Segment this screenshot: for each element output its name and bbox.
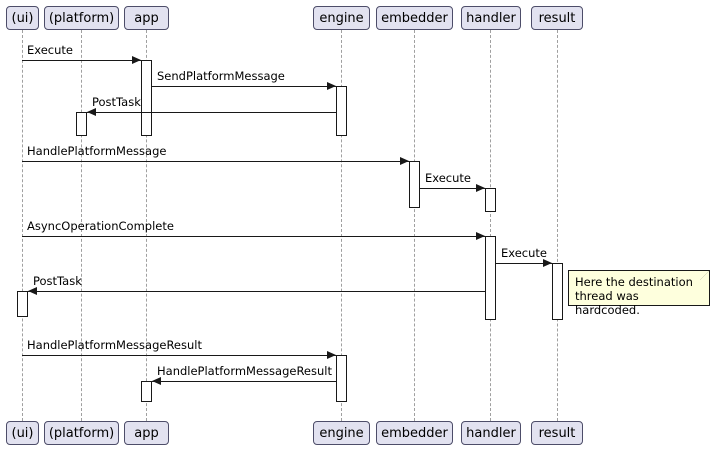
activation-bar-handler: [485, 188, 496, 212]
message-line-m4: [22, 161, 409, 162]
lifeline-handler: [490, 30, 491, 421]
footer-participant-handler[interactable]: handler: [461, 421, 521, 445]
message-label-m9: HandlePlatformMessageResult: [27, 338, 202, 352]
message-label-m3: PostTask: [92, 95, 141, 109]
message-arrowhead-m8: [28, 287, 37, 295]
activation-bar-embedder: [409, 161, 420, 208]
message-label-m5: Execute: [425, 171, 471, 185]
note-fold-corner-inner: [700, 271, 709, 280]
activation-bar-result: [552, 263, 563, 320]
footer-participant-engine[interactable]: engine: [313, 421, 370, 445]
message-line-m7: [496, 263, 552, 264]
message-arrowhead-m2: [327, 82, 336, 90]
footer-participant-result[interactable]: result: [531, 421, 583, 445]
message-label-m6: AsyncOperationComplete: [27, 219, 174, 233]
activation-bar-app: [141, 60, 152, 136]
message-arrowhead-m5: [476, 184, 485, 192]
message-line-m2: [152, 86, 336, 87]
message-label-m4: HandlePlatformMessage: [27, 144, 167, 158]
header-participant-engine[interactable]: engine: [313, 6, 370, 30]
message-line-m9: [22, 355, 336, 356]
message-label-m2: SendPlatformMessage: [157, 69, 285, 83]
activation-bar-ui: [17, 291, 28, 317]
message-line-m6: [22, 236, 485, 237]
header-participant-result[interactable]: result: [531, 6, 583, 30]
message-arrowhead-m3: [87, 108, 96, 116]
lifeline-engine: [341, 30, 342, 421]
message-arrowhead-m9: [327, 351, 336, 359]
lifeline-embedder: [414, 30, 415, 421]
lifeline-platform: [81, 30, 82, 421]
footer-participant-platform[interactable]: (platform): [44, 421, 119, 445]
message-label-m7: Execute: [501, 246, 547, 260]
activation-bar-app: [141, 381, 152, 402]
activation-bar-platform: [76, 112, 87, 136]
message-arrowhead-m4: [400, 157, 409, 165]
message-arrowhead-m7: [543, 259, 552, 267]
message-label-m1: Execute: [27, 43, 73, 57]
header-participant-ui[interactable]: (ui): [6, 6, 39, 30]
header-participant-embedder[interactable]: embedder: [376, 6, 453, 30]
message-line-m1: [22, 60, 141, 61]
activation-bar-engine: [336, 86, 347, 136]
header-participant-platform[interactable]: (platform): [44, 6, 119, 30]
message-line-m10: [152, 381, 336, 382]
footer-participant-embedder[interactable]: embedder: [376, 421, 453, 445]
footer-participant-app[interactable]: app: [124, 421, 169, 445]
message-line-m3: [87, 112, 336, 113]
message-arrowhead-m6: [476, 232, 485, 240]
message-arrowhead-m10: [152, 377, 161, 385]
activation-bar-handler: [485, 236, 496, 320]
message-arrowhead-m1: [132, 56, 141, 64]
message-line-m8: [28, 291, 485, 292]
lifeline-result: [557, 30, 558, 421]
lifeline-ui: [22, 30, 23, 421]
message-label-m8: PostTask: [33, 274, 82, 288]
header-participant-app[interactable]: app: [124, 6, 169, 30]
message-label-m10: HandlePlatformMessageResult: [157, 364, 332, 378]
footer-participant-ui[interactable]: (ui): [6, 421, 39, 445]
lifeline-app: [146, 30, 147, 421]
activation-bar-engine: [336, 355, 347, 402]
message-line-m5: [420, 188, 485, 189]
header-participant-handler[interactable]: handler: [461, 6, 521, 30]
note-n1: Here the destination thread was hardcode…: [568, 270, 710, 317]
